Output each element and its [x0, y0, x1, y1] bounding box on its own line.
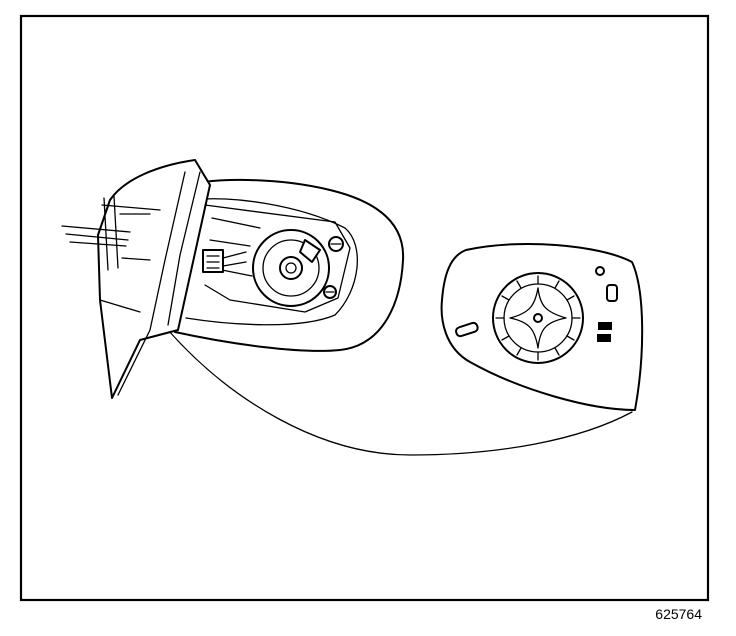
clip-top-round [595, 266, 605, 276]
dial-spokes [509, 287, 567, 349]
figure-number: 625764 [655, 606, 702, 622]
motor-frame [204, 204, 351, 313]
housing-recess [185, 198, 358, 326]
clip-left-slot [455, 321, 479, 338]
diagram-frame [19, 14, 710, 602]
wire-bend [103, 195, 151, 271]
mirror-glass-assembly [440, 243, 644, 411]
motor-connector [202, 249, 224, 273]
bracket-inner-edge [117, 171, 186, 396]
screw-slots [325, 243, 342, 293]
dial-center [533, 313, 543, 323]
motor-gear-hole [285, 262, 297, 274]
motor-gear-hub [279, 256, 303, 280]
bracket-cross-bar [99, 204, 161, 313]
bracket-rib [167, 171, 201, 326]
clip-right-upper [606, 284, 618, 302]
gear-tab [299, 239, 321, 263]
connector-pins [206, 255, 220, 269]
dial-teeth [495, 275, 581, 361]
mirror-housing [61, 159, 405, 399]
mount-bracket [97, 159, 211, 399]
swing-arc [167, 329, 633, 456]
clip-right-lower [597, 322, 612, 342]
connector-wires [222, 251, 247, 267]
motor-gear-ring [262, 239, 320, 297]
